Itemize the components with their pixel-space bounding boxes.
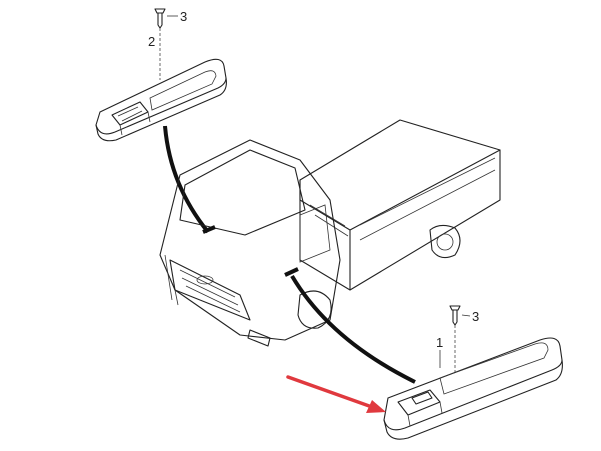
lower-leader-line [290,274,416,384]
upper-screw [154,8,166,80]
lower-window-switch [383,337,563,440]
truck-illustration [159,119,501,347]
red-pointer-arrow [286,375,386,413]
callout-lower-switch: 1 [436,335,443,350]
lower-screw [449,305,461,372]
callout-upper-screw: 3 [180,9,187,24]
upper-window-switch [95,58,227,142]
callout-lower-screw: 3 [472,309,479,324]
upper-leader-line [163,125,210,234]
callout-upper-switch: 2 [148,34,155,49]
